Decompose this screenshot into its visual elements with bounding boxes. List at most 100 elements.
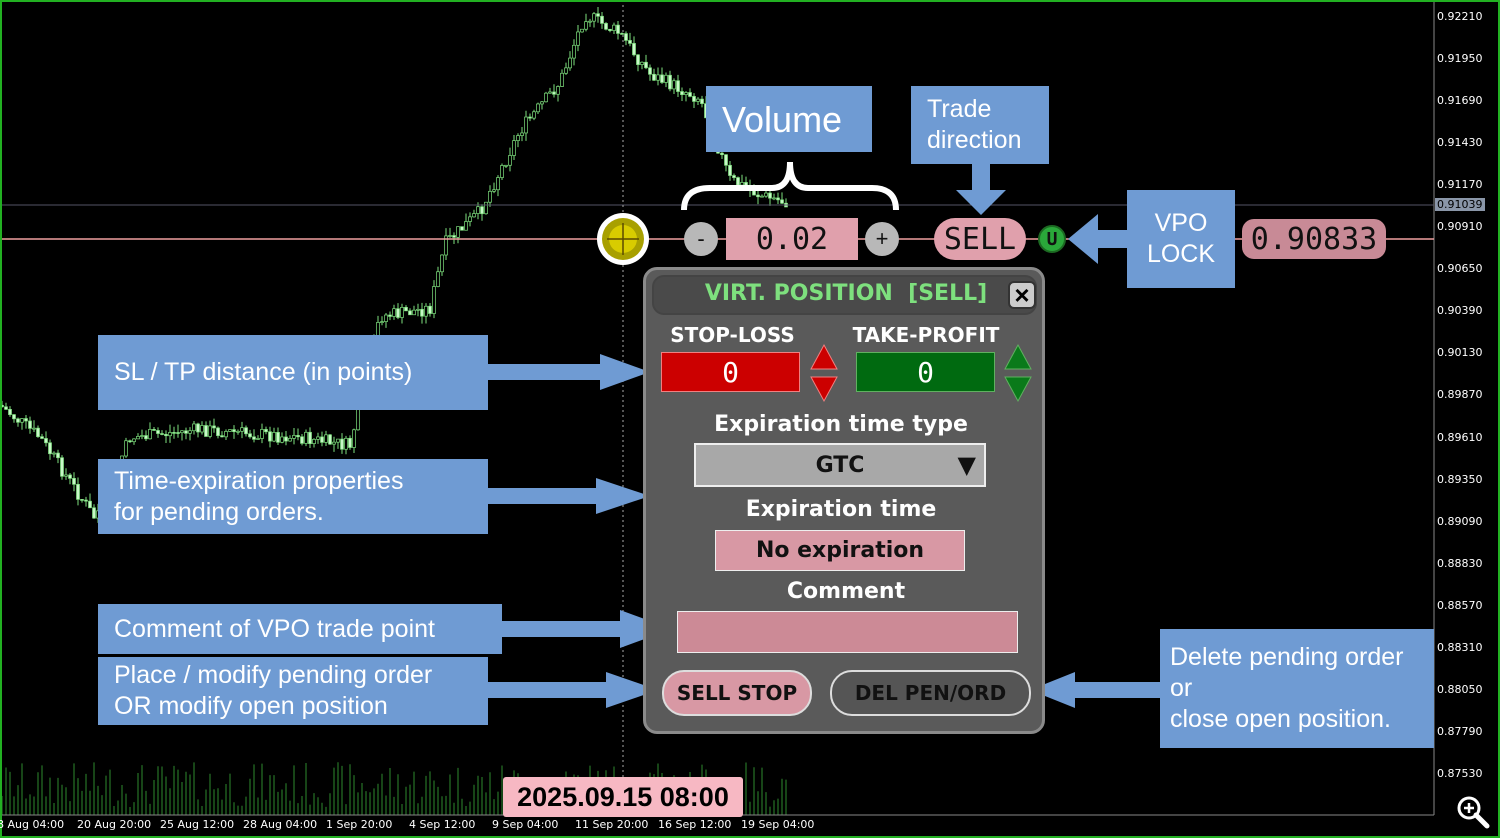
candle-body [516,135,520,141]
candle-body [28,420,32,429]
candle-body [484,201,488,215]
candle-body [464,221,468,231]
candle-body [256,438,260,440]
current-price-label: 0.91039 [1435,198,1485,211]
volume-input[interactable]: 0.02 [726,218,858,260]
candle-body [336,438,340,443]
candle-body [672,80,676,90]
candle-body [248,433,252,438]
candle-body [400,307,404,318]
take-profit-stepper[interactable] [1003,343,1033,405]
candle-body [52,452,56,455]
trade-direction-button[interactable]: SELL [934,218,1026,260]
candle-body [236,430,240,433]
candle-body [272,432,276,442]
take-profit-input[interactable]: 0 [856,352,995,392]
candle-body [544,92,548,103]
candle-body [168,432,172,437]
price-tick: 0.87530 [1437,766,1483,780]
expiration-time-input[interactable]: No expiration [715,530,965,571]
candle-body [160,433,164,435]
volume-increase-button[interactable]: + [865,222,899,256]
candle-body [408,310,412,316]
candle-body [20,418,24,423]
candle-body [768,192,772,199]
candle-body [64,474,68,477]
candle-body [508,155,512,166]
expiration-type-label: Expiration time type [714,412,968,437]
candle-body [304,431,308,444]
candle-body [36,427,40,438]
price-tick: 0.88570 [1437,598,1483,612]
dropdown-value: GTC [815,452,865,478]
candle-body [456,226,460,238]
arrow-down-icon[interactable] [810,376,838,403]
annotation-arrows [486,162,1160,708]
candle-body [656,74,660,81]
sell-stop-button[interactable]: SELL STOP [662,670,812,716]
arrow-down-icon[interactable] [1004,376,1032,403]
zoom-in-icon[interactable] [1457,796,1490,829]
volume-brace [681,161,899,211]
price-tick: 0.90650 [1437,262,1483,276]
annotation-comment: Comment of VPO trade point [98,604,502,654]
candle-body [436,271,440,287]
panel-title-bar[interactable] [652,275,1037,315]
candle-body [288,438,292,442]
panel-title: VIRT. POSITION [SELL] [704,281,988,306]
candle-body [252,436,256,440]
candle-body [84,499,88,502]
candle-body [664,74,668,83]
annotation-text: SL / TP distance (in points) [114,358,413,386]
entry-price-input[interactable]: 0.90833 [1242,219,1386,259]
candle-body [344,437,348,450]
stop-loss-label: STOP-LOSS [670,323,795,347]
candle-body [212,425,216,429]
volume-decrease-button[interactable]: - [684,222,718,256]
close-icon[interactable]: × [1008,280,1036,310]
candle-body [772,197,776,200]
candle-body [564,67,568,74]
expiration-time-label: Expiration time [745,497,937,522]
stop-loss-stepper[interactable] [809,343,839,405]
candle-body [588,20,592,23]
candle-body [496,177,500,191]
comment-input[interactable] [677,611,1018,653]
candle-body [452,235,456,238]
candle-body [592,13,596,22]
candle-body [280,436,284,443]
candle-body [608,28,612,31]
candle-body [724,154,728,166]
arrow-up-icon[interactable] [1004,343,1032,370]
candle-body [12,414,16,420]
candle-body [380,321,384,323]
candle-body [480,206,484,215]
candle-body [684,92,688,96]
candle-body [520,132,524,136]
candle-body [428,305,432,314]
dropdown-arrow-icon: ▼ [957,451,976,479]
expiration-type-dropdown[interactable]: GTC ▼ [694,443,986,487]
time-tick: 18 Aug 04:00 [0,818,65,831]
candle-body [424,305,428,317]
candle-body [312,439,316,444]
crosshair-icon[interactable] [597,213,649,265]
candle-body [132,438,136,443]
candle-body [80,499,84,501]
candle-body [536,103,540,113]
candle-body [560,72,564,87]
delete-pending-order-button[interactable]: DEL PEN/ORD [830,670,1031,716]
candle-body [244,427,248,435]
candle-body [228,429,232,432]
candle-body [268,431,272,442]
candle-body [728,164,732,176]
vpo-lock-toggle[interactable]: U [1038,225,1066,253]
candle-body [612,24,616,31]
candle-body [476,206,480,214]
stop-loss-input[interactable]: 0 [661,352,800,392]
candle-body [60,457,64,477]
arrow-up-icon[interactable] [810,343,838,370]
candle-body [4,406,8,410]
price-tick: 0.87790 [1437,724,1483,738]
candle-body [140,435,144,437]
